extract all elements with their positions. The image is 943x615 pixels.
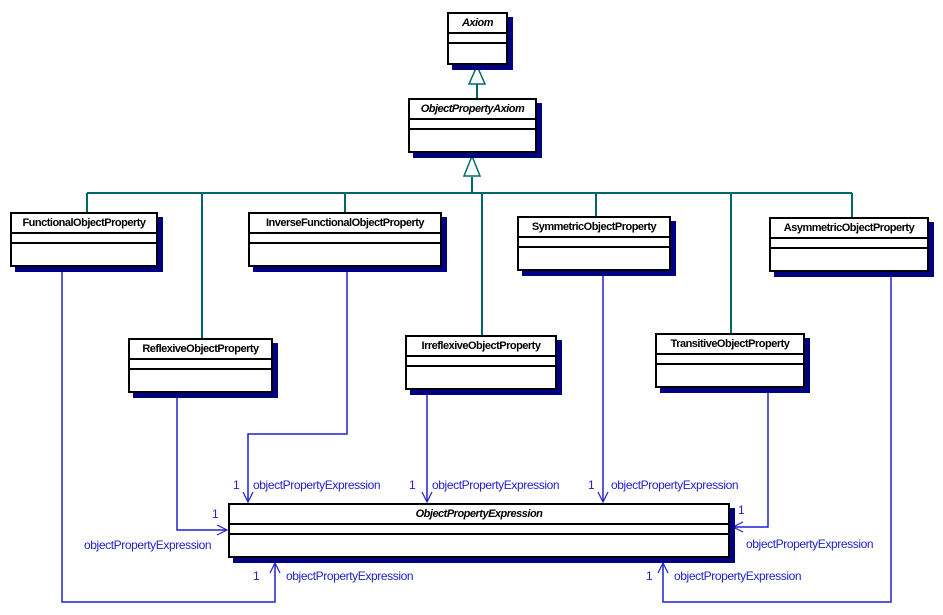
class-title: TransitiveObjectProperty	[657, 335, 803, 355]
open-arrowhead-down	[242, 491, 254, 504]
multiplicity-label: 1	[588, 478, 595, 492]
attributes-compartment	[407, 357, 555, 367]
attributes-compartment	[771, 239, 927, 249]
class-irreflexive-object-property[interactable]: IrreflexiveObjectProperty	[405, 335, 557, 390]
open-arrowhead-right	[216, 524, 229, 536]
class-title: ReflexiveObjectProperty	[130, 340, 271, 360]
multiplicity-label: 1	[646, 569, 653, 583]
class-functional-object-property[interactable]: FunctionalObjectProperty	[10, 212, 158, 267]
multiplicity-label: 1	[212, 507, 219, 521]
class-asymmetric-object-property[interactable]: AsymmetricObjectProperty	[769, 217, 929, 272]
association-role-label: objectPropertyExpression	[611, 478, 739, 492]
class-inverse-functional-object-property[interactable]: InverseFunctionalObjectProperty	[248, 212, 442, 267]
class-title: AsymmetricObjectProperty	[771, 219, 927, 239]
attributes-compartment	[410, 120, 535, 130]
open-arrowhead-down	[597, 491, 609, 504]
generalization-arrowhead	[462, 153, 482, 177]
operations-compartment	[410, 130, 535, 151]
open-arrowhead-down	[421, 491, 433, 504]
attributes-compartment	[657, 355, 803, 365]
association-role-label: objectPropertyExpression	[674, 569, 802, 583]
multiplicity-label: 1	[233, 478, 240, 492]
class-title: Axiom	[449, 14, 506, 34]
operations-compartment	[407, 367, 555, 388]
association-role-label: objectPropertyExpression	[286, 569, 414, 583]
operations-compartment	[130, 370, 271, 391]
class-title: FunctionalObjectProperty	[12, 214, 156, 234]
generalization-edges	[86, 64, 853, 339]
operations-compartment	[519, 248, 669, 269]
association-role-label: objectPropertyExpression	[746, 537, 874, 551]
operations-compartment	[657, 365, 803, 386]
open-arrowhead-left	[731, 521, 744, 533]
operations-compartment	[771, 249, 927, 270]
attributes-compartment	[519, 238, 669, 248]
attributes-compartment	[230, 525, 728, 535]
association-role-label: objectPropertyExpression	[84, 538, 212, 552]
class-object-property-axiom[interactable]: ObjectPropertyAxiom	[408, 98, 537, 153]
class-title: IrreflexiveObjectProperty	[407, 337, 555, 357]
association-edges	[61, 268, 892, 603]
operations-compartment	[449, 44, 506, 63]
class-axiom[interactable]: Axiom	[447, 12, 508, 65]
multiplicity-label: 1	[253, 569, 260, 583]
operations-compartment	[250, 244, 440, 265]
class-symmetric-object-property[interactable]: SymmetricObjectProperty	[517, 216, 671, 271]
open-arrowhead-up	[269, 561, 281, 574]
class-title: ObjectPropertyAxiom	[410, 100, 535, 120]
class-title: ObjectPropertyExpression	[230, 505, 728, 525]
generalization-arrowhead	[467, 64, 487, 85]
operations-compartment	[230, 535, 728, 556]
class-reflexive-object-property[interactable]: ReflexiveObjectProperty	[128, 338, 273, 393]
attributes-compartment	[250, 234, 440, 244]
association-role-label: objectPropertyExpression	[432, 478, 560, 492]
class-transitive-object-property[interactable]: TransitiveObjectProperty	[655, 333, 805, 388]
class-object-property-expression[interactable]: ObjectPropertyExpression	[228, 503, 730, 558]
attributes-compartment	[12, 234, 156, 244]
operations-compartment	[12, 244, 156, 265]
class-title: InverseFunctionalObjectProperty	[250, 214, 440, 234]
multiplicity-label: 1	[409, 478, 416, 492]
class-title: SymmetricObjectProperty	[519, 218, 669, 238]
attributes-compartment	[449, 34, 506, 44]
open-arrowhead-up	[657, 561, 669, 574]
association-role-label: objectPropertyExpression	[253, 478, 381, 492]
multiplicity-label: 1	[738, 503, 745, 517]
attributes-compartment	[130, 360, 271, 370]
